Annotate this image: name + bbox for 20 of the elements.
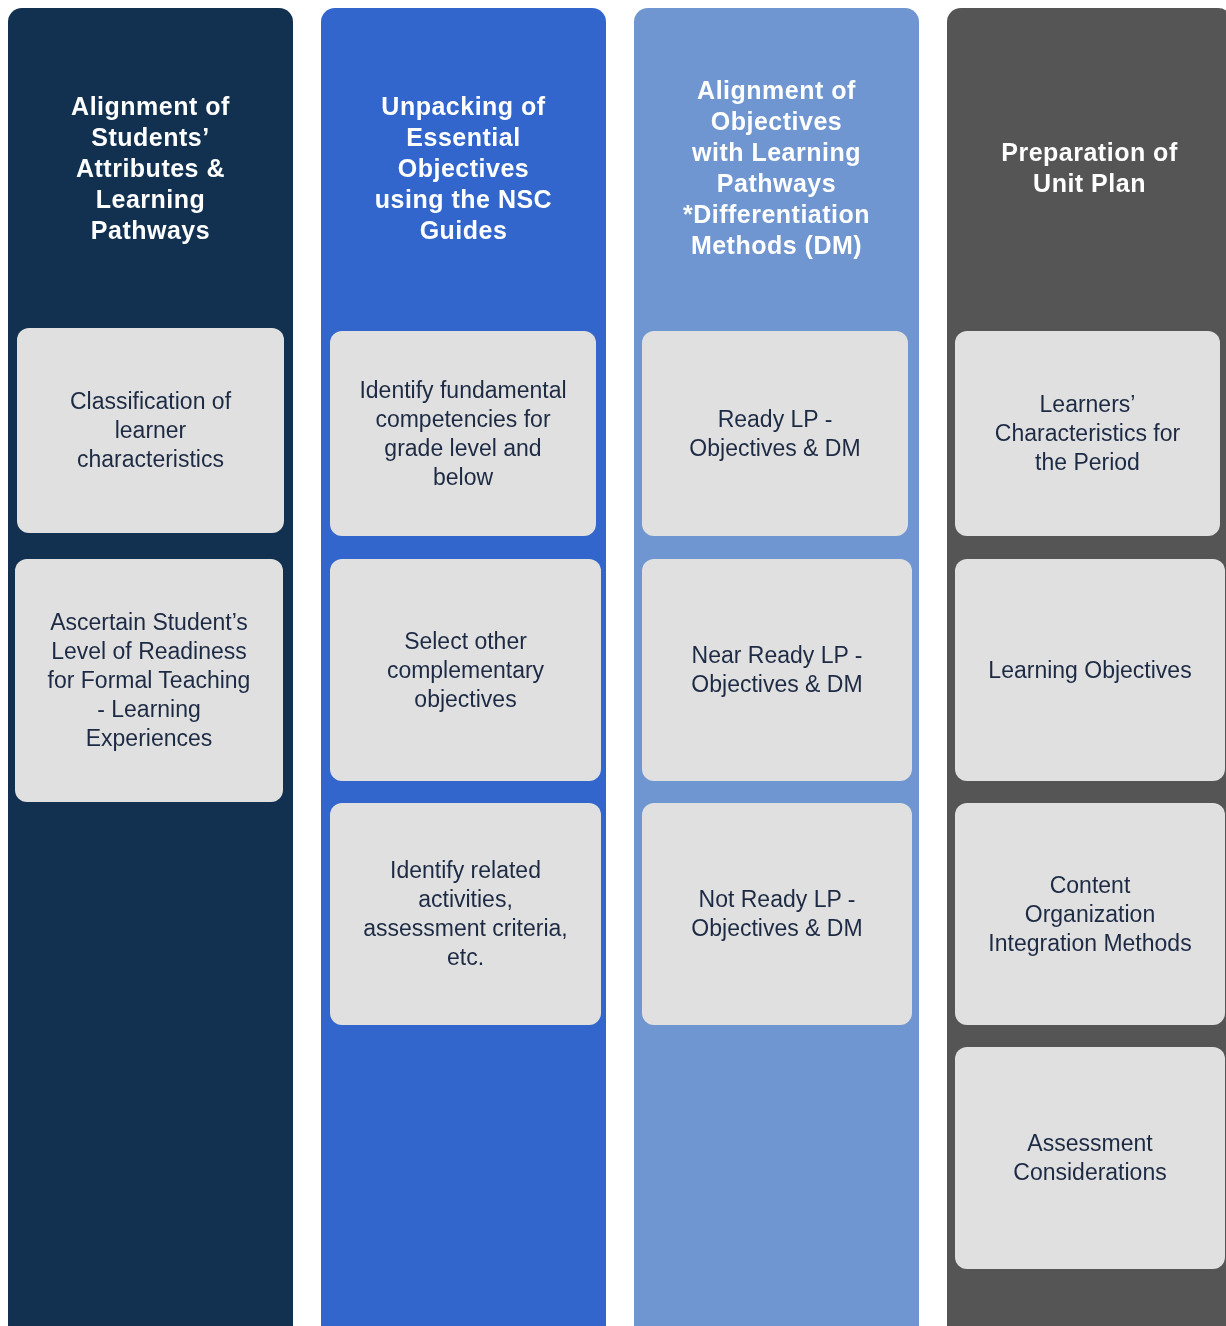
step-card: Identify related activities, assessment criteria, etc. (330, 803, 601, 1025)
column-heading: Alignment of Students’ Attributes & Learning Pathways (70, 90, 231, 246)
step-card: Content Organization Integration Methods (955, 803, 1225, 1025)
step-card: Near Ready LP - Objectives & DM (642, 559, 912, 781)
step-card: Classification of learner characteristics (17, 328, 284, 533)
step-card: Ascertain Student’s Level of Readiness for Formal Teaching - Learning Experiences (15, 559, 283, 802)
step-card: Assessment Considerations (955, 1047, 1225, 1269)
step-card: Identify fundamental competencies for grade level and below (330, 331, 596, 536)
step-card: Learning Objectives (955, 559, 1225, 781)
column-heading: Alignment of Objectives with Learning Pathways *Differentiation Methods (DM) (682, 75, 871, 261)
step-card: Not Ready LP - Objectives & DM (642, 803, 912, 1025)
column-panel (634, 8, 919, 1326)
column-panel (321, 8, 606, 1326)
column-panel (947, 8, 1226, 1326)
step-card: Learners’ Characteristics for the Period (955, 331, 1220, 536)
column-panel (8, 8, 293, 1326)
column-heading: Unpacking of Essential Objectives using the NSC Guides (373, 90, 554, 246)
step-card: Select other complementary objectives (330, 559, 601, 781)
step-card: Ready LP - Objectives & DM (642, 331, 908, 536)
column-heading: Preparation of Unit Plan (1000, 137, 1179, 199)
